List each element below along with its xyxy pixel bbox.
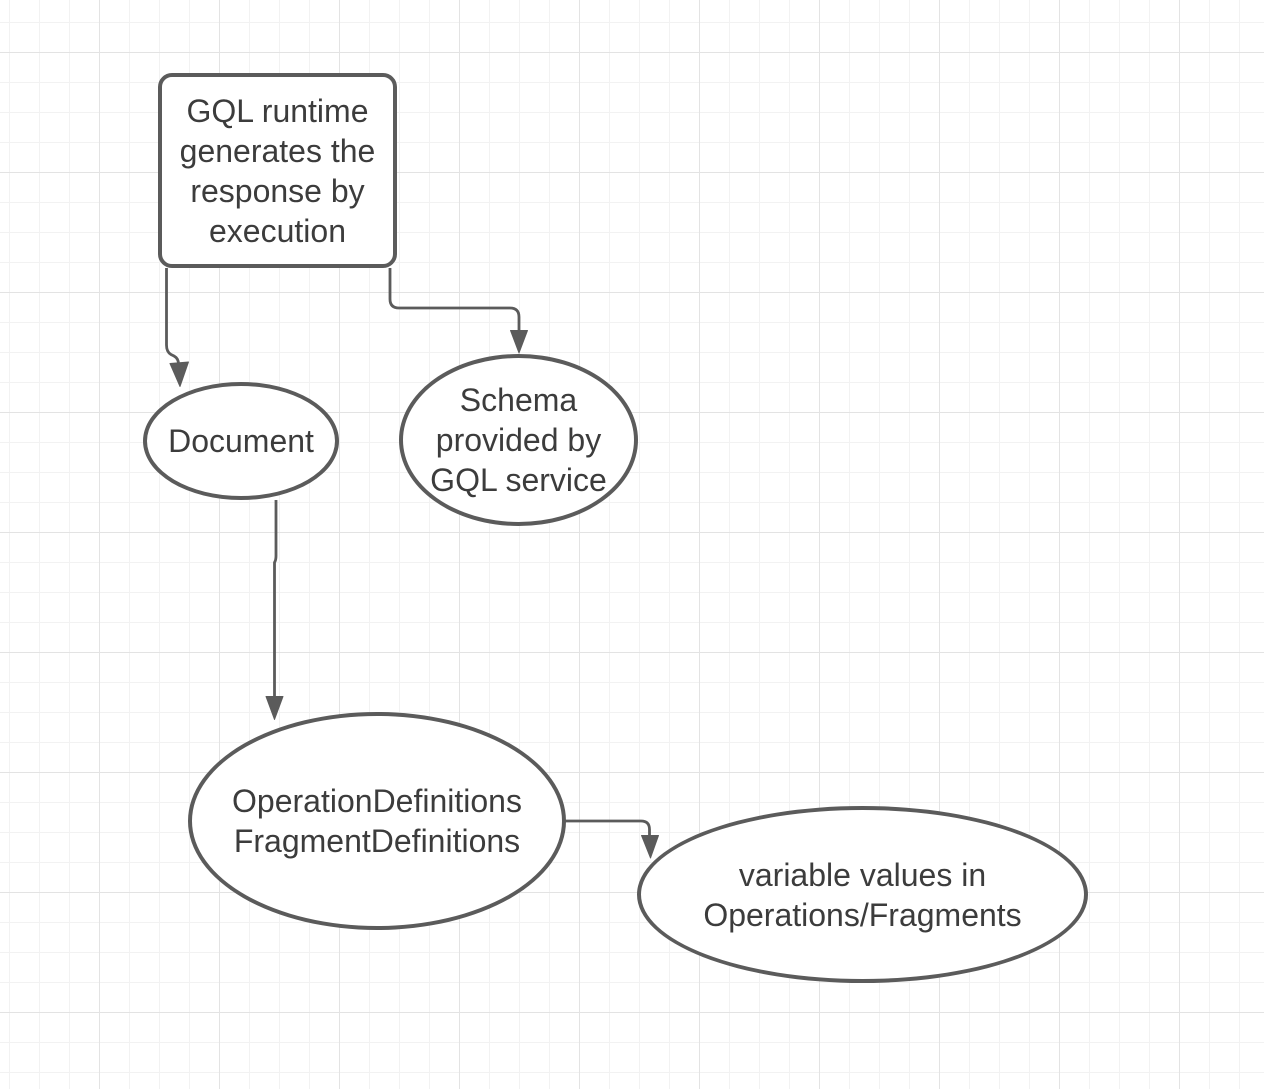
- node-definitions[interactable]: OperationDefinitions FragmentDefinitions: [188, 712, 566, 930]
- node-variables[interactable]: variable values in Operations/Fragments: [637, 806, 1088, 983]
- edge-document-to-definitions[interactable]: [265, 500, 284, 720]
- node-variables-label-line: Operations/Fragments: [703, 896, 1022, 933]
- edge-gql-runtime-to-document[interactable]: [165, 268, 189, 387]
- edge-definitions-to-variables[interactable]: [565, 819, 659, 859]
- node-gql-runtime-label-line: response by: [190, 172, 365, 209]
- edge-gql-runtime-to-schema[interactable]: [388, 268, 528, 354]
- node-schema-label: Schema provided by GQL service: [430, 380, 607, 500]
- node-definitions-label-line: OperationDefinitions: [232, 783, 522, 819]
- node-gql-runtime-label-line: generates the: [179, 132, 376, 169]
- node-variables-label: variable values in Operations/Fragments: [703, 855, 1021, 935]
- node-schema-label-line: provided by: [435, 422, 602, 458]
- edge-definitions-to-variables-arrowhead-icon: [641, 835, 659, 859]
- node-schema[interactable]: Schema provided by GQL service: [399, 354, 638, 526]
- edge-gql-runtime-to-document-line[interactable]: [165, 268, 180, 366]
- node-definitions-label: OperationDefinitions FragmentDefinitions: [232, 781, 522, 861]
- node-schema-label-line: Schema: [459, 382, 578, 418]
- node-document[interactable]: Document: [143, 382, 339, 500]
- node-variables-label-line: variable values in: [738, 856, 987, 893]
- node-document-label: Document: [168, 421, 314, 461]
- node-schema-label-line: GQL service: [430, 462, 607, 498]
- edge-definitions-to-variables-line[interactable]: [565, 819, 651, 836]
- edge-document-to-definitions-arrowhead-icon: [265, 696, 284, 720]
- node-gql-runtime[interactable]: GQL runtime generates the response by ex…: [158, 73, 397, 268]
- node-document-label-line: Document: [168, 423, 314, 459]
- node-gql-runtime-label-line: execution: [209, 212, 346, 249]
- edge-document-to-definitions-line[interactable]: [273, 500, 278, 697]
- edge-gql-runtime-to-schema-arrowhead-icon: [510, 330, 528, 354]
- edge-gql-runtime-to-schema-line[interactable]: [388, 268, 521, 331]
- edge-gql-runtime-to-document-arrowhead-icon: [169, 361, 189, 387]
- node-definitions-label-line: FragmentDefinitions: [233, 823, 521, 859]
- node-gql-runtime-label: GQL runtime generates the response by ex…: [180, 91, 376, 251]
- node-gql-runtime-label-line: GQL runtime: [186, 92, 369, 129]
